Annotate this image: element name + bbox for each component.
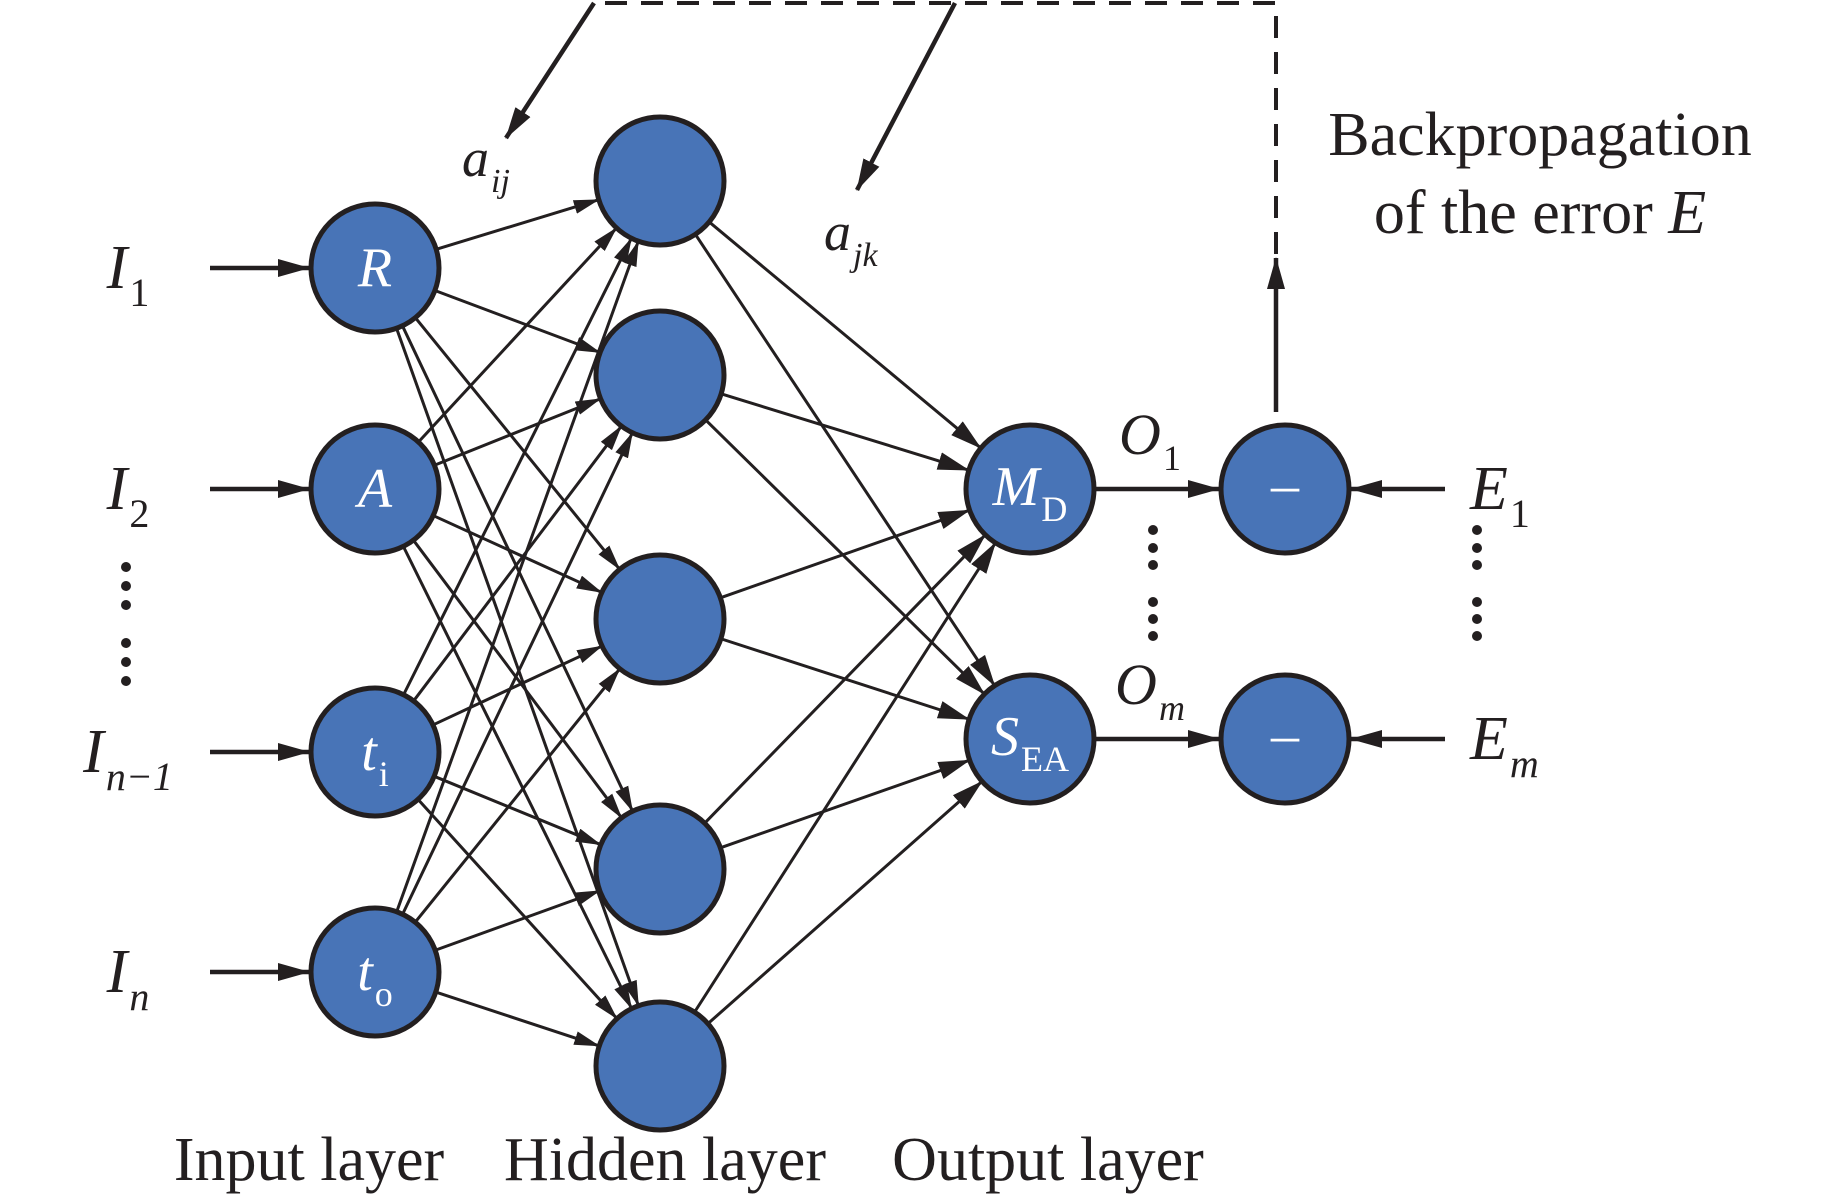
- input-node-label-3: to: [357, 941, 393, 1014]
- layer-label-output: Output layer: [892, 1126, 1204, 1194]
- edge-input-1-hidden-2: [432, 514, 603, 594]
- edge-input-1-hidden-0: [417, 226, 618, 444]
- edge-input-3-hidden-4: [435, 990, 601, 1048]
- layer-label-input: Input layer: [174, 1126, 445, 1194]
- ellipsis-dot: [1148, 525, 1158, 535]
- edge-input-0-hidden-1: [434, 289, 602, 354]
- output-node-label-0: MD: [992, 456, 1068, 529]
- layer-label-hidden: Hidden layer: [504, 1126, 826, 1194]
- hidden-node-0: [593, 114, 727, 248]
- edge-input-2-hidden-3: [433, 774, 602, 847]
- hidden-node-3: [593, 802, 727, 936]
- edge-hidden-4-output-1: [706, 780, 984, 1025]
- output-label-1: Om: [1115, 652, 1185, 728]
- ellipsis-dot: [1472, 597, 1482, 607]
- weight-label-ajk: ajk: [824, 202, 878, 274]
- ellipsis-dot: [1148, 597, 1158, 607]
- hidden-node-4: [593, 999, 727, 1133]
- minus-icon: –: [1270, 704, 1300, 766]
- input-ellipsis: [121, 562, 131, 686]
- input-node-label-0: R: [357, 237, 392, 299]
- edge-input-3-hidden-3: [434, 889, 601, 952]
- output-node-1: [963, 672, 1097, 806]
- output-ellipsis: [1148, 525, 1158, 641]
- ellipsis-dot: [121, 676, 131, 686]
- input-label-2: In−1: [82, 718, 173, 799]
- weight-label-aij: aij: [462, 128, 510, 200]
- output-node-label-1: SEA: [991, 706, 1069, 779]
- edge-input-1-hidden-4: [401, 545, 634, 1010]
- edge-hidden-2-output-0: [719, 508, 971, 600]
- edge-input-2-hidden-4: [416, 798, 619, 1020]
- edge-hidden-0-output-0: [708, 220, 982, 450]
- edge-input-0-hidden-3: [401, 325, 634, 813]
- edge-input-3-hidden-1: [401, 431, 634, 915]
- error-node-1: [1218, 672, 1352, 806]
- weight-arrow-aij: [504, 1, 596, 140]
- input-label-3: In: [106, 938, 150, 1019]
- input-node-1: [308, 422, 442, 556]
- ellipsis-dot: [1148, 543, 1158, 553]
- ellipsis-dot: [1148, 614, 1158, 624]
- input-node-3: [308, 905, 442, 1039]
- output-label-0: O1: [1119, 402, 1181, 478]
- minus-icon: –: [1270, 454, 1300, 516]
- edge-hidden-4-output-0: [693, 542, 997, 1013]
- edge-input-0-hidden-0: [435, 198, 600, 251]
- edge-hidden-3-output-0: [703, 533, 987, 825]
- edge-hidden-0-output-1: [694, 233, 996, 687]
- edge-input-2-hidden-1: [412, 425, 623, 702]
- ellipsis-dot: [1148, 631, 1158, 641]
- connections: [210, 198, 1445, 1048]
- edge-input-3-hidden-2: [414, 667, 621, 924]
- edge-input-1-hidden-3: [412, 539, 623, 819]
- input-label-0: I1: [106, 234, 150, 315]
- ellipsis-dot: [121, 562, 131, 572]
- edge-input-2-hidden-0: [402, 237, 633, 696]
- error-node-0: [1218, 422, 1352, 556]
- ellipsis-dot: [1472, 525, 1482, 535]
- input-node-0: [308, 201, 442, 335]
- target-label-0: E1: [1469, 455, 1530, 536]
- backprop-label-line2: of the error E: [1374, 179, 1706, 247]
- ellipsis-dot: [121, 638, 131, 648]
- input-label-1: I2: [106, 455, 150, 536]
- edge-hidden-1-output-1: [704, 418, 986, 696]
- input-node-label-2: ti: [361, 721, 389, 794]
- ellipsis-dot: [1472, 614, 1482, 624]
- input-node-2: [308, 685, 442, 819]
- hidden-node-1: [593, 308, 727, 442]
- edge-hidden-3-output-1: [719, 758, 971, 850]
- edge-input-0-hidden-2: [414, 316, 621, 571]
- backprop-dashed-line: [594, 1, 1278, 398]
- input-node-label-1: A: [354, 458, 393, 520]
- output-node-0: [963, 422, 1097, 556]
- target-label-1: Em: [1469, 705, 1539, 786]
- edge-input-0-hidden-4: [395, 327, 640, 1007]
- backprop-label-line1: Backpropagation: [1328, 101, 1752, 169]
- ellipsis-dot: [1472, 631, 1482, 641]
- weight-arrow-ajk: [855, 1, 957, 192]
- hidden-node-2: [593, 552, 727, 686]
- ellipsis-dot: [1472, 560, 1482, 570]
- edge-hidden-1-output-0: [720, 392, 970, 472]
- ellipsis-dot: [121, 581, 131, 591]
- ellipsis-dot: [121, 600, 131, 610]
- backpropagation-path: [504, 1, 1285, 412]
- ellipsis-dot: [1472, 543, 1482, 553]
- ellipsis-dot: [1148, 560, 1158, 570]
- edge-input-1-hidden-1: [433, 397, 602, 467]
- target-ellipsis: [1472, 525, 1482, 641]
- ellipsis-dot: [121, 657, 131, 667]
- edge-input-2-hidden-2: [432, 644, 603, 727]
